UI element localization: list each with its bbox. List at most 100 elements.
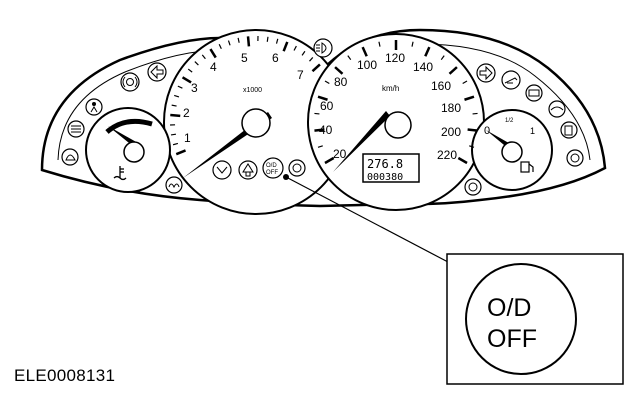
minor-tick <box>275 38 279 44</box>
minor-tick <box>301 50 306 56</box>
speedometer-tick-180: 180 <box>441 101 461 115</box>
fuel-tick-empty: 0 <box>484 125 490 137</box>
major-tick <box>282 41 289 52</box>
left-turn-icon <box>147 62 167 82</box>
fuel-hub <box>501 141 523 163</box>
major-tick <box>317 95 328 101</box>
major-tick <box>311 63 321 73</box>
tachometer-tick-5: 5 <box>241 51 248 65</box>
trip-odometer-value: 276.8 <box>367 157 403 171</box>
temperature-needle <box>108 126 138 147</box>
minor-tick <box>187 68 193 73</box>
minor-tick <box>347 55 352 61</box>
glow-plug-icon <box>165 176 183 194</box>
speedometer-needle <box>333 111 390 172</box>
major-tick <box>457 156 468 165</box>
od-off-small-line1: O/D <box>266 163 277 169</box>
minor-tick <box>171 104 177 107</box>
major-tick <box>170 113 181 118</box>
speedometer-tick-140: 140 <box>413 60 433 74</box>
speedometer-unit: km/h <box>382 84 399 93</box>
speedometer-tick-160: 160 <box>431 79 451 93</box>
parking-brake-icon <box>464 178 482 196</box>
major-tick <box>361 46 368 57</box>
od-off-detail-line2: OFF <box>487 325 537 353</box>
fog-light-icon <box>67 120 85 138</box>
speedometer-tick-120: 120 <box>385 51 405 65</box>
major-tick <box>464 95 475 101</box>
major-tick <box>448 66 458 75</box>
brake-wear-icon <box>120 72 140 92</box>
major-tick <box>467 128 478 132</box>
od-off-small-indicator: O/D OFF <box>262 157 284 179</box>
minor-tick <box>237 37 240 43</box>
engine-icon <box>212 160 232 180</box>
minor-tick <box>227 40 231 46</box>
minor-tick <box>266 36 269 42</box>
oil-pressure-icon <box>501 70 521 90</box>
minor-tick <box>324 80 330 85</box>
minor-tick <box>314 112 320 115</box>
minor-tick <box>440 55 445 61</box>
major-tick <box>181 76 192 84</box>
minor-tick <box>472 112 478 115</box>
tachometer-tick-6: 6 <box>272 51 279 65</box>
door-ajar-icon <box>61 148 79 166</box>
minor-tick <box>411 41 414 47</box>
brake-warning-icon <box>288 159 306 177</box>
coolant-temp-icon <box>113 166 127 181</box>
abs-icon <box>548 100 566 118</box>
speedometer-tick-100: 100 <box>357 58 377 72</box>
fuel-door-icon <box>560 121 578 139</box>
minor-tick <box>462 80 468 85</box>
minor-tick <box>194 61 199 66</box>
callout-leader-line <box>285 176 449 263</box>
minor-tick <box>309 57 314 62</box>
minor-tick <box>174 94 180 98</box>
temperature-gauge-scale <box>105 118 153 134</box>
tachometer-tick-1: 1 <box>184 131 191 145</box>
major-tick <box>314 128 325 132</box>
minor-tick <box>469 145 475 148</box>
tachometer-tick-4: 4 <box>210 60 217 74</box>
speedometer-tick-80: 80 <box>334 75 348 89</box>
seatbelt-icon <box>566 149 584 167</box>
tachometer-hub <box>241 108 271 138</box>
minor-tick <box>218 44 222 50</box>
major-tick <box>175 149 187 156</box>
fuel-tick-full: 1 <box>530 126 535 136</box>
fuel-tick-half: 1/2 <box>505 118 514 124</box>
minor-tick <box>317 145 323 148</box>
tachometer-scale <box>170 36 321 156</box>
tachometer-tick-7: 7 <box>297 68 304 82</box>
minor-tick <box>378 41 381 47</box>
battery-icon <box>525 84 543 102</box>
minor-tick <box>170 133 177 136</box>
minor-tick <box>177 85 183 89</box>
major-tick <box>324 156 335 165</box>
figure-reference-code: ELE0008131 <box>14 366 116 385</box>
od-off-detail-indicator <box>465 263 577 375</box>
tachometer-unit: x1000 <box>243 87 262 94</box>
major-tick <box>209 48 217 59</box>
odometer-display <box>362 153 420 183</box>
minor-tick <box>201 54 206 60</box>
shift-up-icon <box>238 160 258 180</box>
tachometer-tick-2: 2 <box>183 106 190 120</box>
od-off-small-line2: OFF <box>266 170 278 176</box>
speedometer-tick-20: 20 <box>333 147 347 161</box>
fuel-pump-icon <box>520 161 534 173</box>
major-tick <box>424 46 431 57</box>
total-odometer-value: 000380 <box>367 172 403 183</box>
airbag-icon <box>85 98 103 116</box>
major-tick <box>334 66 344 75</box>
speedometer-tick-220: 220 <box>437 148 457 162</box>
speedometer-hub <box>384 111 412 139</box>
minor-tick <box>293 45 297 51</box>
speedometer-scale <box>314 40 478 165</box>
right-turn-icon <box>476 63 496 83</box>
tachometer-tick-3: 3 <box>191 81 198 95</box>
high-beam-icon <box>313 38 333 58</box>
od-off-detail-line1: O/D <box>487 294 531 322</box>
